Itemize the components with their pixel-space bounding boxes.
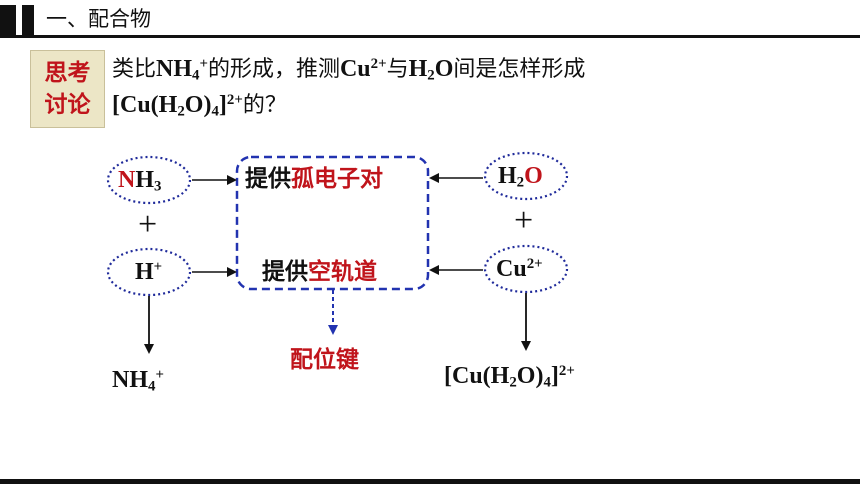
nh3-formula: NH3 bbox=[118, 167, 162, 195]
question-line-1: 类比NH4+的形成，推测Cu2+与H2O间是怎样形成 bbox=[112, 55, 586, 84]
h2o-ellipse bbox=[483, 151, 569, 201]
coordinate-bond-label: 配位键 bbox=[290, 347, 359, 373]
header-bar-thin bbox=[22, 5, 34, 35]
nh3-ellipse bbox=[106, 155, 192, 205]
question-line-2: [Cu(H2O)4]2+的？ bbox=[112, 91, 287, 120]
label-lone-pair: 提供孤电子对 bbox=[245, 166, 383, 192]
hplus-formula: H+ bbox=[135, 258, 163, 285]
plus-left: + bbox=[138, 206, 158, 243]
header-divider bbox=[0, 35, 860, 38]
cu-formula: Cu2+ bbox=[496, 255, 543, 282]
cu-ellipse bbox=[483, 244, 569, 294]
plus-right: + bbox=[514, 202, 534, 239]
center-dashed-box bbox=[235, 155, 430, 291]
hplus-ellipse bbox=[106, 247, 192, 297]
footer-divider bbox=[0, 479, 860, 484]
badge-line-1: 思考 bbox=[44, 60, 91, 86]
page-title: 一、配合物 bbox=[46, 7, 151, 31]
complex-formula: [Cu(H2O)4]2+ bbox=[444, 362, 575, 391]
header-bar-thick bbox=[0, 5, 16, 35]
nh4-formula: NH4+ bbox=[112, 366, 164, 395]
label-empty-orbital: 提供空轨道 bbox=[262, 259, 377, 285]
think-discuss-badge: 思考 讨论 bbox=[30, 50, 105, 128]
h2o-formula: H2O bbox=[498, 163, 543, 191]
badge-line-2: 讨论 bbox=[44, 92, 91, 118]
